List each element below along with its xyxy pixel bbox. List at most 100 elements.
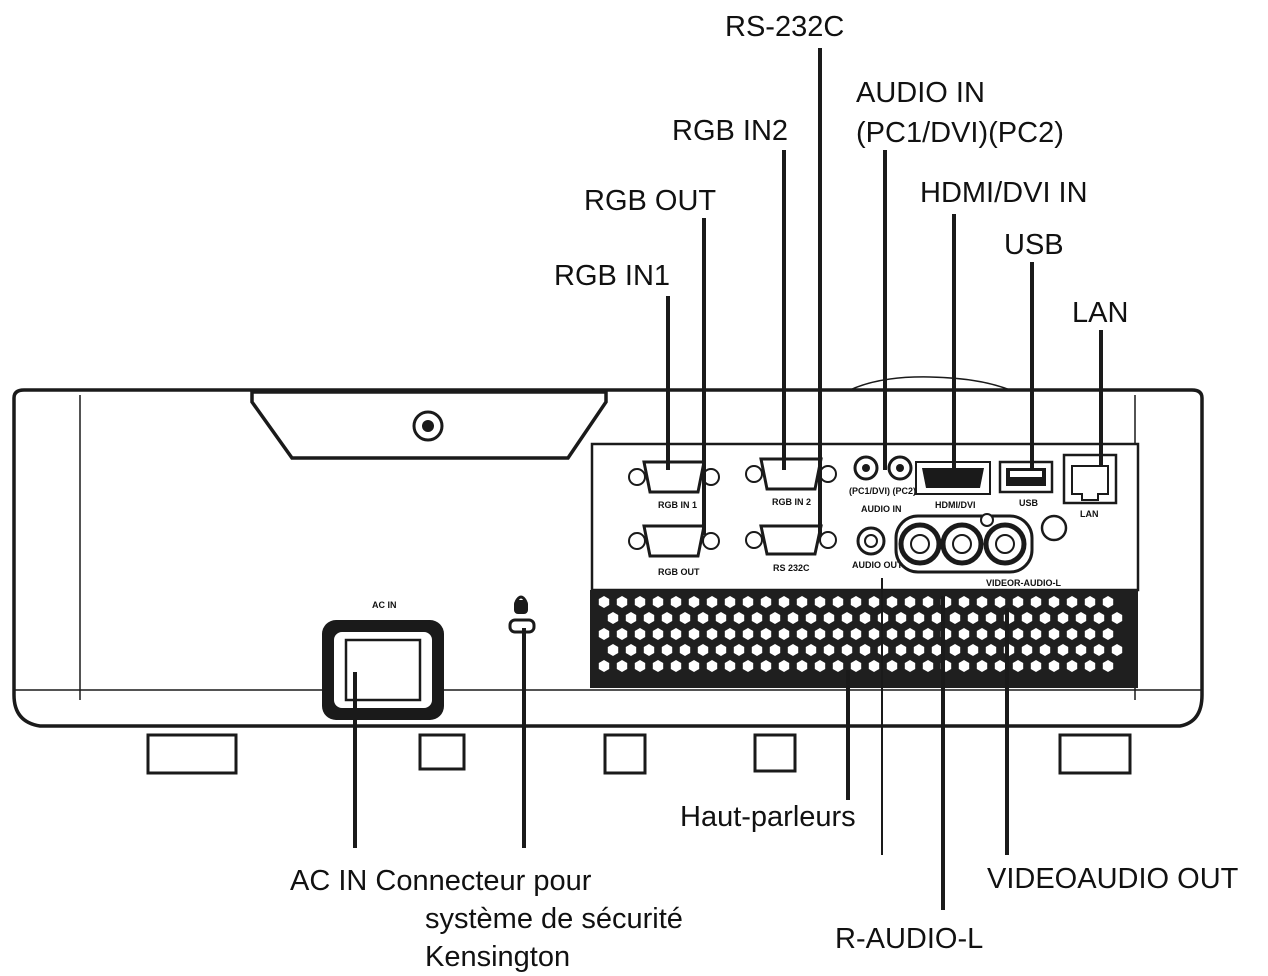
ac-in-kensington-callout-line2: système de sécurité: [425, 903, 683, 935]
rs-232c-panel-label: RS 232C: [773, 563, 810, 573]
audio-out-port: AUDIO OUT: [852, 526, 903, 570]
rgb-in-2-port: RGB IN 2: [745, 457, 837, 507]
video-audio-rca-ports: VIDEOR-AUDIO-L: [894, 513, 1068, 588]
lan-callout: LAN: [1072, 297, 1128, 329]
vent-hole: [742, 628, 754, 640]
vent-hole: [679, 612, 691, 624]
vent-hole: [913, 644, 925, 656]
vent-hole: [922, 628, 934, 640]
vent-hole: [697, 612, 709, 624]
vent-hole: [850, 660, 862, 672]
rgb-out-panel-label: RGB OUT: [658, 567, 700, 577]
vent-hole: [1075, 612, 1087, 624]
vent-hole: [679, 644, 691, 656]
vent-hole: [958, 628, 970, 640]
rs232c-callout: RS-232C: [725, 11, 844, 43]
vent-hole: [1057, 644, 1069, 656]
vent-hole: [751, 612, 763, 624]
vent-hole: [724, 628, 736, 640]
vent-hole: [706, 660, 718, 672]
vent-hole: [661, 612, 673, 624]
vent-hole: [958, 660, 970, 672]
vent-hole: [994, 596, 1006, 608]
vent-hole: [733, 612, 745, 624]
vent-hole: [1039, 612, 1051, 624]
vent-hole: [598, 596, 610, 608]
vent-hole: [670, 596, 682, 608]
vent-hole: [823, 644, 835, 656]
vent-hole: [886, 660, 898, 672]
rgb-in1-callout: RGB IN1: [554, 260, 670, 292]
rgb-in-1-port: RGB IN 1: [628, 460, 720, 510]
vent-hole: [1093, 612, 1105, 624]
ac-in-kensington-callout-line1: AC IN Connecteur pour: [290, 865, 592, 897]
vent-hole: [760, 596, 772, 608]
usb-callout: USB: [1004, 229, 1064, 261]
pc1-dvi-pc2-panel-label: (PC1/DVI) (PC2): [849, 486, 916, 496]
vent-hole: [751, 644, 763, 656]
vent-hole: [895, 644, 907, 656]
vent-hole: [607, 644, 619, 656]
vent-hole: [823, 612, 835, 624]
vent-hole: [796, 596, 808, 608]
vent-hole: [958, 596, 970, 608]
vent-hole: [742, 596, 754, 608]
vent-hole: [976, 596, 988, 608]
rgb-in-1-panel-label: RGB IN 1: [658, 500, 697, 510]
vent-hole: [976, 660, 988, 672]
vent-hole: [1012, 596, 1024, 608]
usb-port: USB: [998, 460, 1054, 508]
lan-panel-label: LAN: [1080, 509, 1099, 519]
vent-hole: [904, 660, 916, 672]
vent-hole: [850, 596, 862, 608]
vent-hole: [733, 644, 745, 656]
vent-hole: [1012, 628, 1024, 640]
vent-hole: [616, 596, 628, 608]
vent-hole: [1102, 596, 1114, 608]
vent-hole: [1093, 644, 1105, 656]
ac-in-panel-label: AC IN: [372, 600, 397, 610]
vent-hole: [931, 644, 943, 656]
vent-hole: [1030, 628, 1042, 640]
vent-hole: [949, 644, 961, 656]
vent-hole: [706, 628, 718, 640]
vent-hole: [778, 628, 790, 640]
vent-hole: [715, 644, 727, 656]
vent-hole: [868, 596, 880, 608]
ac-in-socket: AC IN: [322, 600, 444, 720]
vent-hole: [1084, 596, 1096, 608]
top-cover-panel: [250, 390, 608, 460]
vent-hole: [1021, 612, 1033, 624]
vent-hole: [1066, 628, 1078, 640]
vent-hole: [976, 628, 988, 640]
vent-hole: [778, 660, 790, 672]
vent-hole: [1048, 596, 1060, 608]
vent-hole: [607, 612, 619, 624]
vent-hole: [598, 628, 610, 640]
vent-hole: [643, 612, 655, 624]
vent-hole: [634, 596, 646, 608]
vent-hole: [796, 660, 808, 672]
rgb-out-port: RGB OUT: [628, 524, 720, 577]
vent-hole: [841, 612, 853, 624]
vent-hole: [1102, 628, 1114, 640]
vent-hole: [949, 612, 961, 624]
vent-hole: [769, 612, 781, 624]
vent-hole: [1030, 660, 1042, 672]
vent-hole: [1048, 628, 1060, 640]
vent-hole: [787, 612, 799, 624]
audio-in-sources-callout: (PC1/DVI)(PC2): [856, 117, 1064, 149]
vent-hole: [922, 596, 934, 608]
vent-hole: [634, 660, 646, 672]
vent-hole: [652, 660, 664, 672]
vent-hole: [859, 644, 871, 656]
hdmi-dvi-in-callout: HDMI/DVI IN: [920, 177, 1088, 209]
rgb-in2-callout: RGB IN2: [672, 115, 788, 147]
vent-hole: [850, 628, 862, 640]
kensington-lock-slot: [508, 595, 536, 634]
vent-hole: [886, 628, 898, 640]
rs-232c-port: RS 232C: [745, 524, 837, 573]
vent-hole: [769, 644, 781, 656]
vent-hole: [760, 628, 772, 640]
vent-hole: [1021, 644, 1033, 656]
